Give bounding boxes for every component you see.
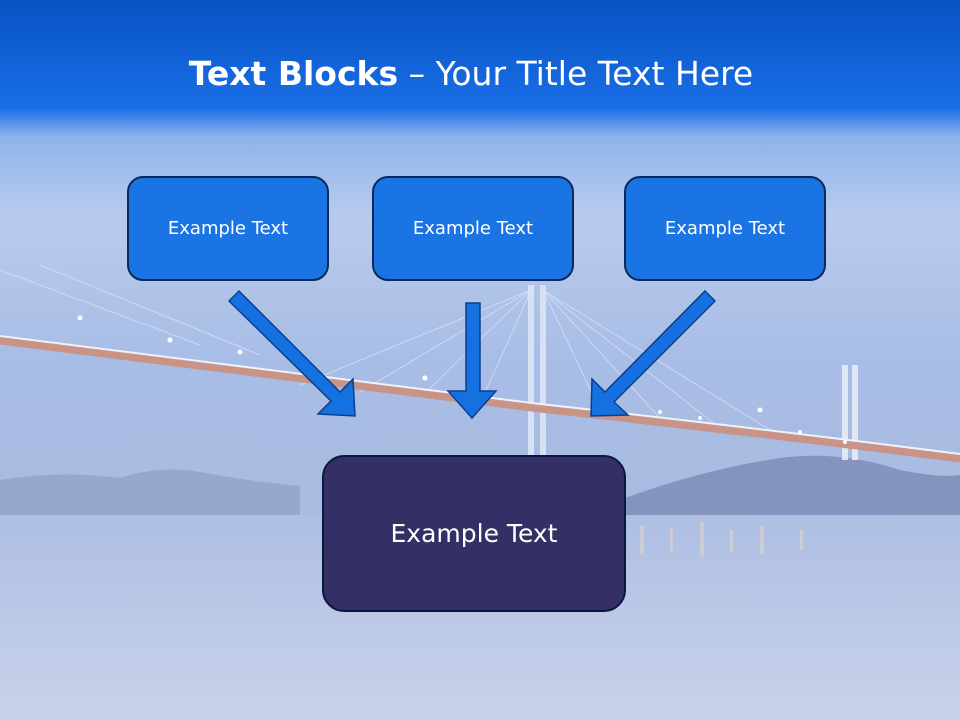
title-bold-part: Text Blocks — [188, 54, 399, 93]
arrow-center-down — [446, 302, 498, 420]
source-box-center: Example Text — [372, 176, 574, 281]
slide-title: Text Blocks – Your Title Text Here — [0, 52, 942, 96]
target-box: Example Text — [322, 455, 626, 612]
title-regular-part: – Your Title Text Here — [398, 54, 754, 93]
source-box-right-text: Example Text — [664, 218, 786, 239]
arrow-left-diagonal — [227, 289, 356, 417]
target-box-text: Example Text — [390, 519, 558, 548]
source-box-right: Example Text — [624, 176, 826, 281]
source-box-left: Example Text — [127, 176, 329, 281]
arrow-right-diagonal — [590, 289, 717, 417]
source-box-center-text: Example Text — [412, 218, 534, 239]
source-box-left-text: Example Text — [167, 218, 289, 239]
